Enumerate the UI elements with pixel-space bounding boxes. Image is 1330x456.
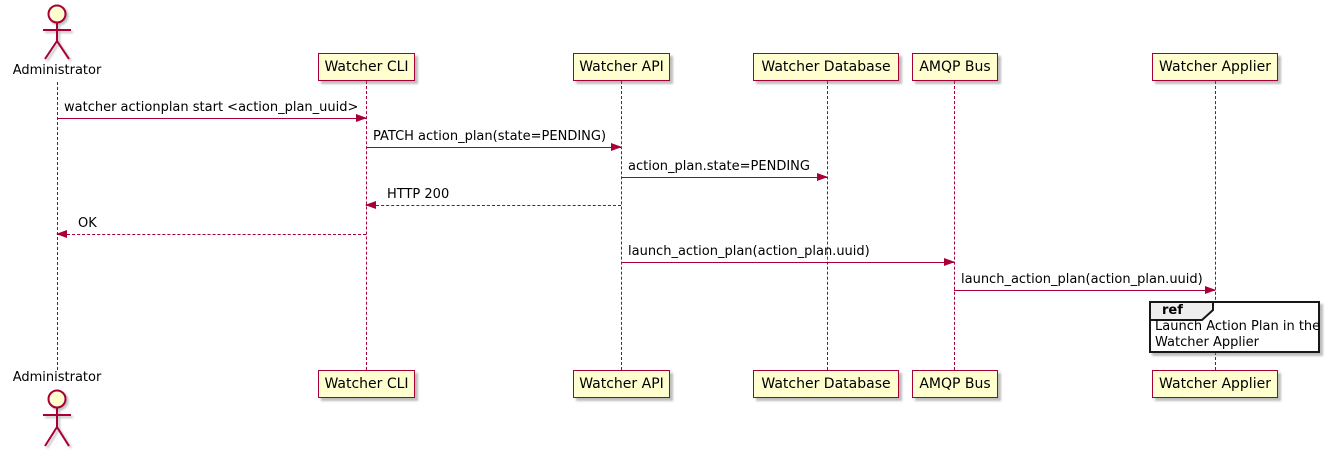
participant-bottom-watcher-cli: Watcher CLI xyxy=(318,370,415,398)
message-arrow xyxy=(954,286,1216,294)
message-label: PATCH action_plan(state=PENDING) xyxy=(373,129,607,144)
ref-tab-label: ref xyxy=(1162,303,1183,318)
participant-top-amqp-bus: AMQP Bus xyxy=(912,53,998,81)
participant-bottom-amqp-bus: AMQP Bus xyxy=(912,370,998,398)
actor-icon xyxy=(43,389,71,447)
message-arrow xyxy=(56,230,366,238)
message-label: launch_action_plan(action_plan.uuid) xyxy=(628,244,870,259)
message-label: action_plan.state=PENDING xyxy=(628,159,810,174)
arrowhead-left-icon xyxy=(365,201,376,209)
arrowhead-right-icon xyxy=(817,173,828,181)
participant-bottom-watcher-api: Watcher API xyxy=(573,370,670,398)
message-ok: OK xyxy=(56,216,366,238)
lifeline-watcher-database xyxy=(827,81,828,370)
message-label: watcher actionplan start <action_plan_uu… xyxy=(64,100,359,115)
participant-top-watcher-api: Watcher API xyxy=(573,53,670,81)
message-launch-action-plan-applier: launch_action_plan(action_plan.uuid) xyxy=(954,272,1216,294)
message-launch-action-plan-amqp: launch_action_plan(action_plan.uuid) xyxy=(621,244,955,266)
actor-label-top: Administrator xyxy=(12,63,102,78)
arrowhead-right-icon xyxy=(1205,286,1216,294)
message-arrow xyxy=(57,114,367,122)
lifeline-watcher-api xyxy=(621,81,622,370)
arrowhead-right-icon xyxy=(611,143,622,151)
lifeline-administrator xyxy=(57,82,58,370)
ref-fragment: ref Launch Action Plan in the Watcher Ap… xyxy=(1149,301,1320,353)
arrowhead-right-icon xyxy=(944,258,955,266)
lifeline-amqp-bus xyxy=(954,81,955,370)
ref-text-line2: Watcher Applier xyxy=(1155,335,1259,350)
actor-label-bottom: Administrator xyxy=(12,370,102,385)
arrowhead-left-icon xyxy=(56,230,67,238)
participant-bottom-watcher-applier: Watcher Applier xyxy=(1152,370,1278,398)
ref-text-line1: Launch Action Plan in the xyxy=(1155,319,1321,334)
participant-top-watcher-database: Watcher Database xyxy=(753,53,899,81)
message-arrow xyxy=(366,143,622,151)
lifeline-watcher-cli xyxy=(366,81,367,370)
participant-bottom-watcher-database: Watcher Database xyxy=(753,370,899,398)
ref-tab-icon xyxy=(1149,301,1214,321)
message-label: launch_action_plan(action_plan.uuid) xyxy=(961,272,1203,287)
message-state-pending: action_plan.state=PENDING xyxy=(621,159,828,181)
participant-top-watcher-applier: Watcher Applier xyxy=(1152,53,1278,81)
actor-icon xyxy=(43,4,71,60)
message-arrow xyxy=(621,173,828,181)
arrowhead-right-icon xyxy=(356,114,367,122)
message-patch-action-plan: PATCH action_plan(state=PENDING) xyxy=(366,129,622,151)
ref-text: Launch Action Plan in the Watcher Applie… xyxy=(1155,319,1320,351)
lifeline-watcher-applier xyxy=(1215,81,1216,370)
participant-top-watcher-cli: Watcher CLI xyxy=(318,53,415,81)
message-actionplan-start: watcher actionplan start <action_plan_uu… xyxy=(57,100,367,122)
message-arrow xyxy=(621,258,955,266)
message-label: OK xyxy=(78,216,97,231)
message-arrow xyxy=(365,201,621,209)
message-http-200: HTTP 200 xyxy=(365,187,621,209)
message-label: HTTP 200 xyxy=(387,187,450,202)
